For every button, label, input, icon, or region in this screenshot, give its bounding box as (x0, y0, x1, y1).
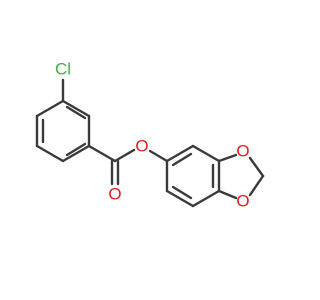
ester-oxygen-label: O (135, 137, 148, 156)
dioxole-ring (217, 153, 265, 200)
ester-bond (113, 148, 136, 163)
aromatic-double-bond (65, 142, 87, 157)
bond (35, 99, 65, 118)
dioxole-oxygen-top-label: O (236, 142, 249, 161)
benzodioxole-ring (165, 144, 221, 208)
bond (35, 144, 65, 163)
bond (87, 144, 117, 163)
chlorophenyl-ring (35, 99, 91, 163)
bond (165, 189, 195, 208)
bond (61, 144, 91, 163)
bond (61, 99, 91, 118)
bond (191, 189, 221, 208)
bond (165, 144, 195, 163)
bond (217, 189, 238, 200)
chlorine-atom-label: Cl (55, 60, 71, 79)
bond (248, 174, 265, 197)
carbonyl-oxygen-label: O (108, 185, 121, 204)
bond (217, 153, 238, 163)
bond (191, 144, 221, 163)
aromatic-double-bond (171, 185, 193, 200)
dioxole-oxygen-bottom-label: O (236, 192, 249, 211)
bond (248, 156, 265, 178)
ester-bond (148, 149, 169, 163)
aromatic-double-bond (65, 105, 87, 120)
aromatic-double-bond (171, 152, 193, 167)
chemical-structure-diagram: Cl O O O O (35, 60, 265, 211)
